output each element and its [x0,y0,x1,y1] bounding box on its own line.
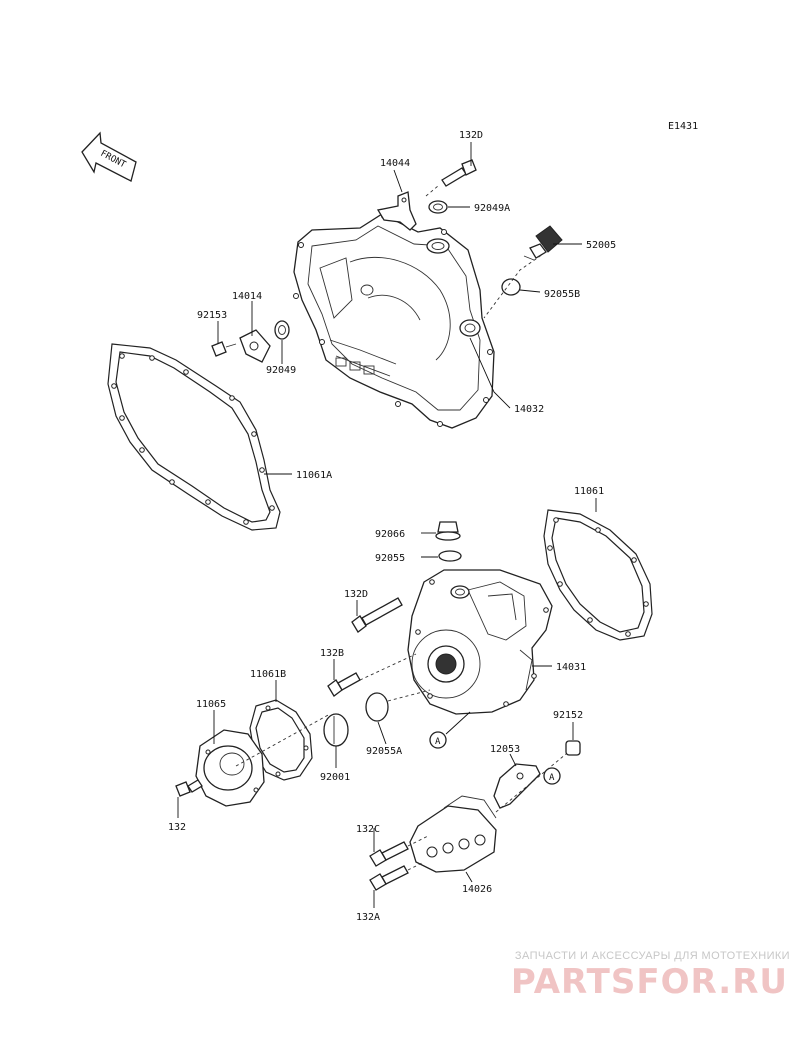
o-ring-92055a [365,692,389,722]
marker-a-right-label: A [549,773,555,783]
label-132d-top: 132D [459,130,483,141]
collar-92152 [565,740,581,756]
label-132d-mid: 132D [344,589,368,600]
plate-14014 [239,329,271,363]
label-11065: 11065 [196,699,226,710]
oil-cap-52005 [523,225,563,261]
label-132c: 132C [356,824,380,835]
cap-92001 [323,713,349,747]
oil-seal-92049a [428,200,448,214]
label-11061b: 11061B [250,669,286,680]
watermark-caption: ЗАПЧАСТИ И АКСЕССУАРЫ ДЛЯ МОТОТЕХНИКИ [514,950,790,962]
diagram-code: E1431 [668,121,698,132]
label-132b: 132B [320,648,344,659]
label-92049a: 92049A [474,203,510,214]
label-52005: 52005 [586,240,616,251]
cover-14031 [407,569,553,715]
plug-92066 [435,521,461,541]
guide-12053 [493,763,541,809]
label-92152: 92152 [553,710,583,721]
bolt-132b [327,672,361,697]
bolt-92153 [211,341,237,357]
leader-lines [177,142,597,908]
cover-14026 [409,795,497,873]
label-92153: 92153 [197,310,227,321]
label-11061a: 11061A [296,470,332,481]
label-92055a: 92055A [366,746,402,757]
label-132: 132 [168,822,186,833]
label-92049: 92049 [266,365,296,376]
bolt-132c [369,841,409,867]
label-14031: 14031 [556,662,586,673]
o-ring-92055 [438,550,462,562]
bolt-132a [369,865,409,891]
gasket-11061a [107,343,281,531]
pump-cover-11065 [195,729,265,807]
bolt-132d-top [441,159,477,187]
label-92001: 92001 [320,772,350,783]
label-92055: 92055 [375,553,405,564]
label-14026: 14026 [462,884,492,895]
oil-seal-92049 [274,320,290,340]
label-11061: 11061 [574,486,604,497]
label-12053: 12053 [490,744,520,755]
label-132a: 132A [356,912,380,923]
marker-a-left-label: A [435,737,441,747]
bolt-132d-mid [351,597,403,633]
label-92066: 92066 [375,529,405,540]
watermark-logo: PARTSFOR.RU [510,962,788,1002]
label-14032: 14032 [514,404,544,415]
gasket-11061 [543,509,653,641]
front-arrow: FRONT [81,131,137,182]
marker-a-left: A [429,731,447,749]
part-labels: 132D 14044 92049A 52005 92055B 14014 921… [168,130,616,923]
label-92055b: 92055B [544,289,580,300]
bolt-132 [175,779,203,797]
label-14044: 14044 [380,158,410,169]
marker-a-right: A [543,767,561,785]
label-14014: 14014 [232,291,262,302]
bracket-14044 [376,191,417,231]
clutch-cover-14032 [293,213,495,429]
front-arrow-label: FRONT [99,149,128,171]
o-ring-92055b [501,278,521,296]
